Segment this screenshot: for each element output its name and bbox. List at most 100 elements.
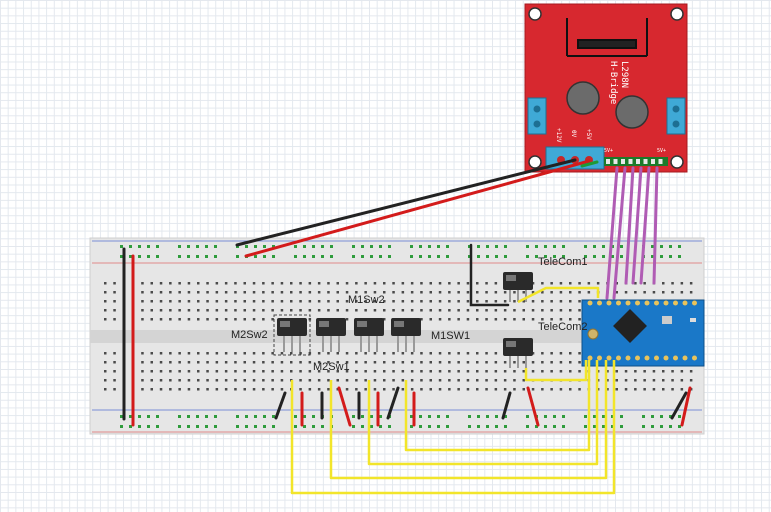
breadboard-hole bbox=[234, 309, 237, 312]
breadboard-hole bbox=[224, 300, 228, 303]
breadboard-hole bbox=[428, 245, 431, 248]
breadboard-hole bbox=[522, 388, 525, 391]
signal-wires bbox=[290, 286, 616, 495]
breadboard-hole bbox=[651, 425, 654, 428]
breadboard-hole bbox=[466, 388, 470, 391]
breadboard-hole bbox=[437, 415, 440, 418]
breadboard-hole bbox=[252, 300, 256, 303]
module-pin bbox=[628, 159, 633, 164]
breadboard-hole bbox=[214, 255, 217, 258]
breadboard-hole bbox=[336, 309, 339, 312]
breadboard-hole bbox=[141, 370, 144, 373]
breadboard-hole bbox=[336, 282, 339, 285]
arduino-board bbox=[581, 299, 705, 367]
breadboard-hole bbox=[678, 415, 681, 418]
breadboard-hole bbox=[669, 415, 672, 418]
breadboard-hole bbox=[299, 361, 302, 364]
breadboard-hole bbox=[476, 370, 479, 373]
breadboard-hole bbox=[141, 282, 144, 285]
breadboard-hole bbox=[562, 255, 565, 258]
breadboard-hole bbox=[206, 361, 209, 364]
breadboard-hole bbox=[660, 425, 663, 428]
breadboard-hole bbox=[420, 309, 423, 312]
breadboard-hole bbox=[299, 300, 302, 303]
breadboard-hole bbox=[494, 291, 498, 294]
breadboard-hole bbox=[660, 255, 663, 258]
breadboard-hole bbox=[559, 318, 563, 321]
breadboard-hole bbox=[141, 300, 144, 303]
breadboard-hole bbox=[252, 318, 256, 321]
breadboard-hole bbox=[206, 300, 209, 303]
breadboard-hole bbox=[410, 309, 414, 312]
switch-m2sw2[interactable] bbox=[273, 314, 311, 356]
breadboard-hole bbox=[352, 415, 355, 418]
switch-telecom1[interactable] bbox=[503, 272, 533, 302]
arduino-pin bbox=[654, 355, 659, 361]
arduino-led bbox=[690, 318, 696, 322]
breadboard-hole bbox=[364, 291, 367, 294]
breadboard-hole bbox=[355, 361, 358, 364]
breadboard-hole bbox=[559, 309, 563, 312]
breadboard-hole bbox=[513, 379, 516, 382]
breadboard-hole bbox=[550, 352, 553, 355]
breadboard-hole bbox=[578, 309, 581, 312]
breadboard-hole bbox=[611, 255, 614, 258]
breadboard-hole bbox=[290, 361, 293, 364]
breadboard-hole bbox=[141, 388, 144, 391]
breadboard-hole bbox=[138, 415, 141, 418]
breadboard-hole bbox=[178, 318, 181, 321]
breadboard-hole bbox=[503, 291, 507, 294]
breadboard-hole bbox=[504, 425, 507, 428]
breadboard-hole bbox=[503, 309, 507, 312]
breadboard-hole bbox=[234, 318, 237, 321]
breadboard-hole bbox=[410, 370, 414, 373]
breadboard-hole bbox=[504, 245, 507, 248]
switch-m2sw1[interactable] bbox=[316, 318, 346, 352]
breadboard-hole bbox=[308, 291, 312, 294]
breadboard-hole bbox=[373, 388, 377, 391]
breadboard-hole bbox=[559, 300, 563, 303]
breadboard-hole bbox=[178, 361, 181, 364]
breadboard-hole bbox=[113, 282, 116, 285]
breadboard-hole bbox=[410, 291, 414, 294]
breadboard-hole bbox=[206, 282, 209, 285]
breadboard-hole bbox=[541, 388, 544, 391]
breadboard-hole bbox=[156, 245, 159, 248]
breadboard-hole bbox=[327, 361, 330, 364]
breadboard-hole bbox=[234, 379, 237, 382]
breadboard-hole bbox=[420, 282, 423, 285]
breadboard-hole bbox=[271, 352, 274, 355]
switch-m1sw1[interactable] bbox=[391, 318, 421, 352]
breadboard-hole bbox=[336, 370, 339, 373]
pin-label-5vplus-left: 5V+ bbox=[604, 148, 613, 154]
breadboard-hole bbox=[457, 300, 460, 303]
breadboard-hole bbox=[197, 370, 200, 373]
breadboard-hole bbox=[541, 300, 544, 303]
breadboard-hole bbox=[651, 245, 654, 248]
breadboard-hole bbox=[355, 300, 358, 303]
breadboard-hole bbox=[494, 388, 498, 391]
switch-telecom2[interactable] bbox=[503, 338, 533, 368]
breadboard-hole bbox=[624, 388, 628, 391]
breadboard-hole bbox=[550, 318, 553, 321]
breadboard-hole bbox=[578, 318, 581, 321]
terminal-screw bbox=[672, 105, 680, 113]
label-m2sw2: M2Sw2 bbox=[231, 329, 268, 341]
breadboard-hole bbox=[569, 352, 572, 355]
breadboard-hole bbox=[361, 425, 364, 428]
breadboard-hole bbox=[652, 379, 656, 382]
switch-m1sw2[interactable] bbox=[354, 318, 384, 352]
breadboard-hole bbox=[448, 309, 451, 312]
breadboard-hole bbox=[187, 370, 191, 373]
breadboard-hole bbox=[187, 309, 191, 312]
breadboard-hole bbox=[429, 361, 432, 364]
breadboard-hole bbox=[361, 245, 364, 248]
breadboard-hole bbox=[169, 388, 172, 391]
breadboard-hole bbox=[642, 425, 645, 428]
breadboard-hole bbox=[113, 309, 116, 312]
breadboard-hole bbox=[254, 415, 257, 418]
breadboard-hole bbox=[187, 361, 191, 364]
breadboard-hole bbox=[448, 352, 451, 355]
breadboard-hole bbox=[476, 282, 479, 285]
breadboard-hole bbox=[587, 291, 591, 294]
